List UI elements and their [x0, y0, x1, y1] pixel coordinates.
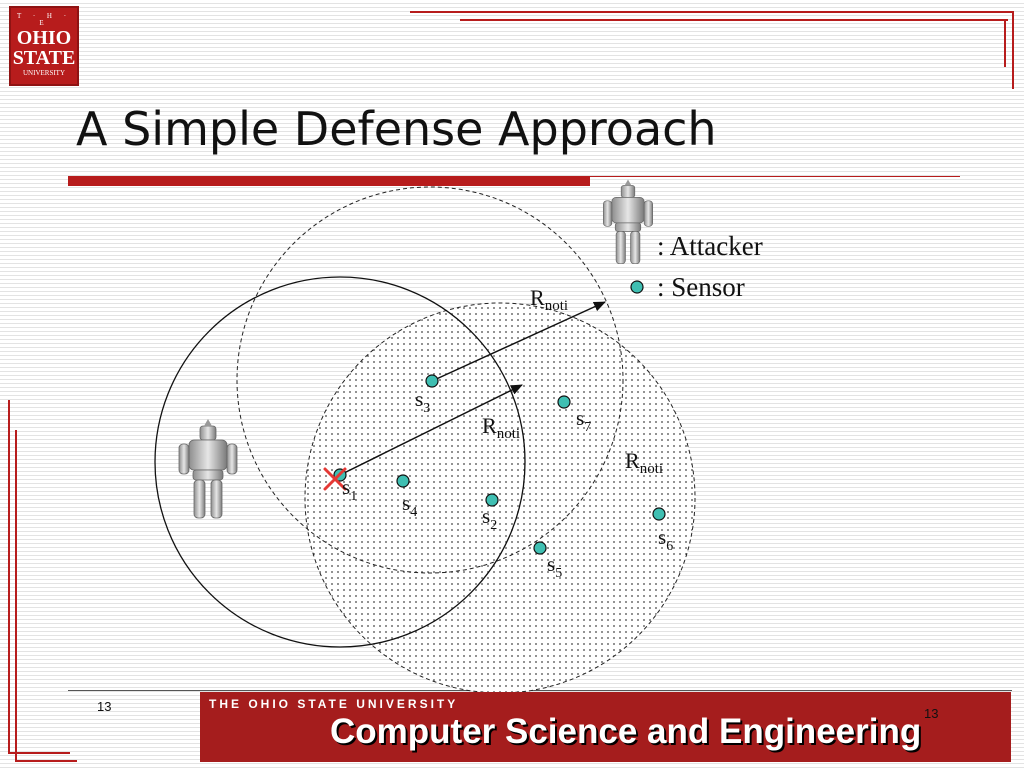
bottom-frame-line-1 [8, 752, 70, 754]
title-underline-thick [68, 176, 590, 186]
label-s2: s2 [482, 504, 497, 533]
title-underline-thin [590, 176, 960, 177]
label-s1: s1 [342, 475, 357, 504]
osu-logo: T · H · E OHIO STATE UNIVERSITY [9, 6, 79, 86]
sensor-s6 [652, 507, 666, 521]
logo-line-university: UNIVERSITY [23, 69, 65, 77]
page-number-left: 13 [97, 699, 112, 714]
radius-label-right: Rnoti [625, 448, 663, 477]
slide-title: A Simple Defense Approach [76, 102, 717, 156]
top-frame-line-1 [410, 11, 1014, 13]
left-frame-vert-1 [8, 400, 10, 752]
footer-top-rule [68, 690, 1012, 691]
logo-line-the: T · H · E [16, 12, 72, 27]
bottom-frame-line-2 [15, 760, 77, 762]
label-s3: s3 [415, 387, 430, 416]
label-s7: s7 [576, 406, 591, 435]
footer-band [200, 692, 1011, 762]
legend-sensor-label: : Sensor [657, 272, 745, 302]
left-frame-vert-2 [15, 430, 17, 760]
label-s6: s6 [658, 525, 673, 554]
attacker-range-circle [154, 276, 526, 648]
legend-attacker-icon [603, 179, 653, 265]
radius-label-middle: Rnoti [482, 413, 520, 442]
top-frame-vert-2 [1012, 11, 1014, 89]
attacker-robot-icon [178, 419, 238, 519]
top-frame-vert-1 [1004, 19, 1006, 67]
compromised-cross-icon [323, 467, 347, 491]
logo-line-state: STATE [12, 47, 76, 69]
sensor-s4 [396, 474, 410, 488]
radius-arrow-s3 [431, 301, 606, 382]
logo-line-ohio: OHIO [16, 27, 72, 49]
footer-university: THE OHIO STATE UNIVERSITY [209, 697, 459, 711]
sensor-s5 [533, 541, 547, 555]
radius-arrow-s1 [339, 384, 523, 476]
page-number-right: 13 [924, 706, 939, 721]
notification-area-s1 [304, 302, 696, 694]
notification-area-s3 [236, 186, 624, 574]
top-frame-line-2 [460, 19, 1008, 21]
sensor-s3 [425, 374, 439, 388]
legend-sensor-icon [630, 280, 644, 294]
legend-attacker-label: : Attacker [657, 231, 763, 261]
sensor-s2 [485, 493, 499, 507]
footer-department: Computer Science and Engineering [330, 712, 922, 751]
sensor-s7 [557, 395, 571, 409]
label-s4: s4 [402, 491, 417, 520]
label-s5: s5 [547, 552, 562, 581]
radius-label-top: Rnoti [530, 285, 568, 314]
